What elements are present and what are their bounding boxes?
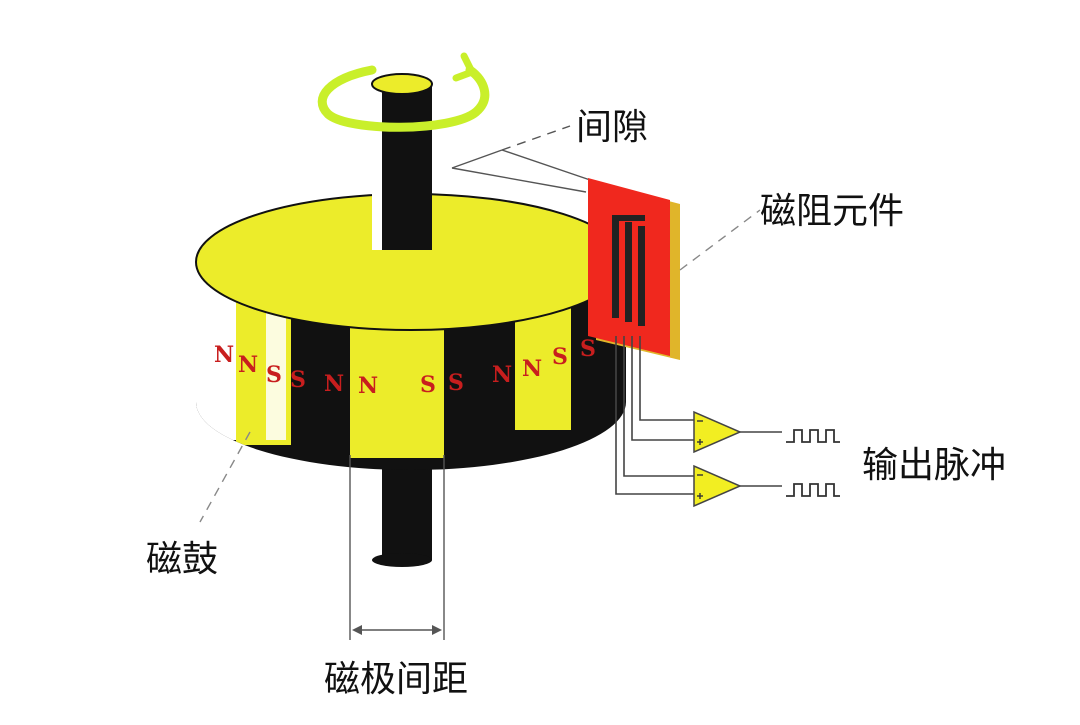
gap-indicator [451,125,597,193]
pole-spacing-label: 磁极间距 [324,659,469,700]
drum-leader [199,431,251,523]
pole-letter: N [492,362,512,388]
pole-segment [515,300,571,430]
pole-letter: N [214,342,234,368]
pole-letter: S [448,370,464,396]
pole-segment [350,308,444,458]
pole-letter: S [420,372,436,398]
pole-letter: N [324,371,344,397]
pulse-waveform-icon [786,429,840,443]
gap-label: 间隙 [576,107,649,148]
pole-letter: N [522,356,542,382]
pole-spacing-dimension [349,455,445,640]
mr-element-label: 磁阻元件 [760,191,905,232]
rotation-arrow-icon [317,52,490,132]
pole-letter: N [238,352,258,378]
output-pulse-label: 输出脉冲 [862,445,1007,486]
drum-label: 磁鼓 [146,539,219,580]
pole-letter: S [552,344,568,370]
mr-element-sensor [588,178,680,360]
amplifier-icon [693,464,742,508]
pole-letter: S [580,336,596,362]
upper-shaft [371,73,433,250]
pole-letter: S [290,367,306,393]
wiring [615,336,782,495]
mr-element-leader [679,209,761,271]
pole-letter: N [358,373,378,399]
pole-letter: S [266,362,282,388]
pulse-waveform-icon [786,483,840,497]
amplifier-icon [693,410,742,454]
